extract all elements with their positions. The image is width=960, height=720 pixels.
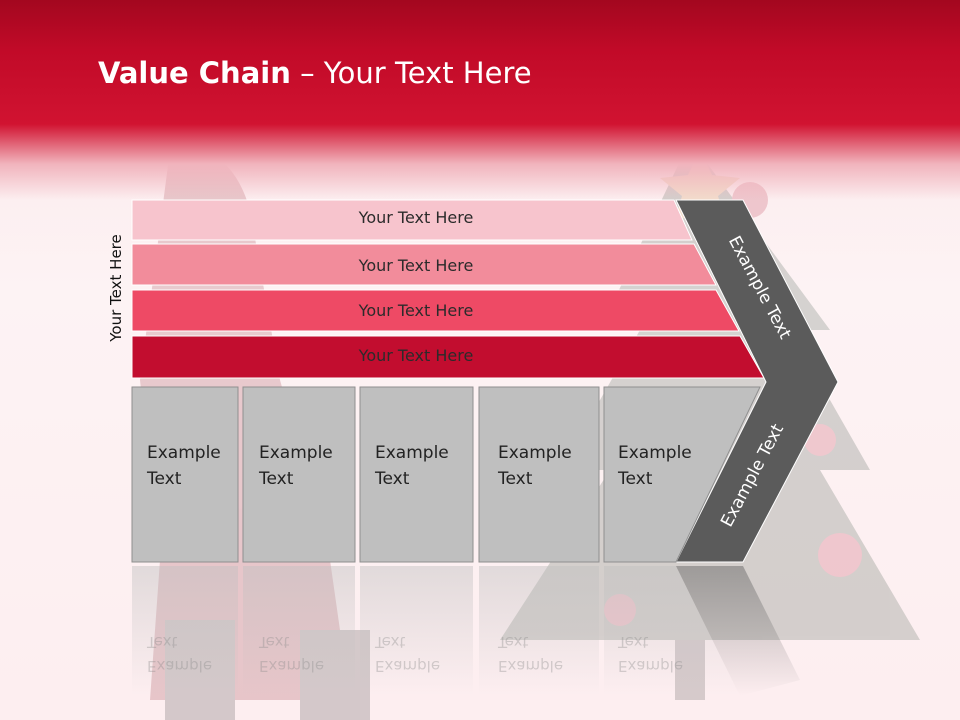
row-3-label: Your Text Here [358,301,474,320]
card-text-line: Example [618,657,684,675]
row-2-label: Your Text Here [358,256,474,275]
card-reflection [479,566,599,696]
card-text-line: Example [375,657,441,675]
chain-row-3 [131,289,740,332]
card-text-line: Example [147,657,213,675]
card-text-line: Example [498,657,564,675]
card-reflection [132,566,238,696]
chevron-arrow [675,199,839,563]
header-band [0,0,960,200]
ornament [818,533,862,577]
card-text-line: Example [147,443,221,463]
chain-row-1 [131,199,693,241]
card-2 [242,386,356,563]
card-text-line: Text [375,469,410,489]
card-4-reflection-text: Example Text [498,630,563,678]
card-text-line: Text [259,469,294,489]
row-1-label: Your Text Here [358,208,474,227]
slide-title: Value Chain – Your Text Here [98,56,532,90]
card-reflection [604,566,740,696]
card-5-reflection-text: Example Text [618,630,683,678]
card-text-line: Text [147,633,178,651]
row-4-label: Your Text Here [358,346,474,365]
card-text-line: Example [375,443,449,463]
card-text-line: Text [375,633,406,651]
card-text-line: Example [259,443,333,463]
chain-row-2 [131,243,717,286]
card-text-line: Example [259,657,325,675]
card-text-line: Example [498,443,572,463]
card-1-reflection-text: Example Text [147,630,212,678]
card-text-line: Text [147,469,182,489]
card-text-line: Text [618,469,653,489]
card-3 [359,386,474,563]
card-text-line: Text [498,633,529,651]
card-1 [131,386,239,563]
card-text-line: Example [618,443,692,463]
card-5 [603,386,761,563]
title-rest: – Your Text Here [290,56,532,90]
card-2-reflection-text: Example Text [259,630,324,678]
card-reflection [360,566,473,696]
card-text-line: Text [259,633,290,651]
arrow-reflection [676,566,800,696]
card-3-reflection-text: Example Text [375,630,440,678]
card-text-line: Text [618,633,649,651]
card-reflection [243,566,355,696]
card-4 [478,386,600,563]
title-bold: Value Chain [98,56,291,90]
card-text-line: Text [498,469,533,489]
